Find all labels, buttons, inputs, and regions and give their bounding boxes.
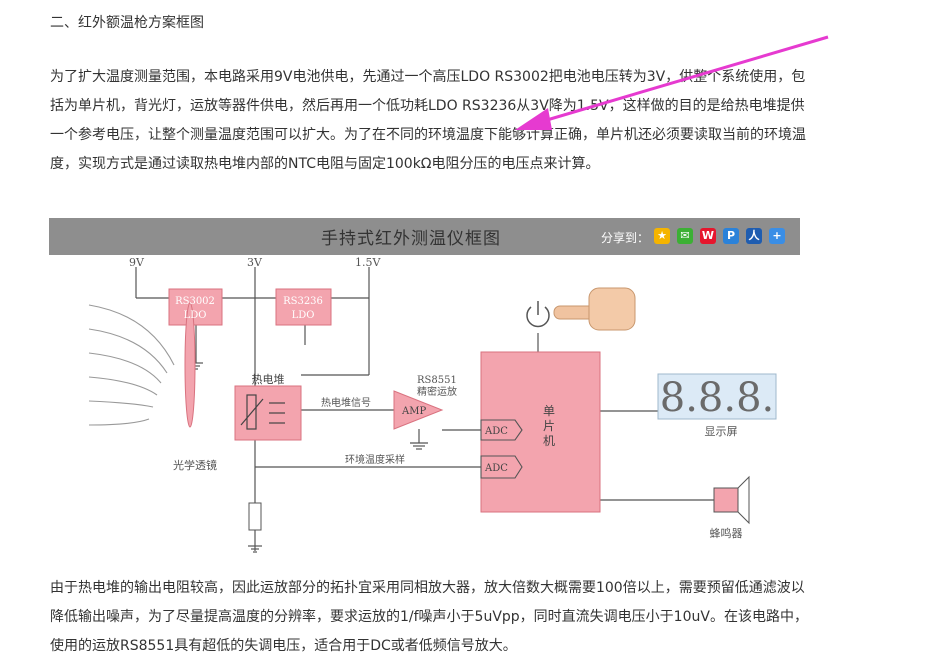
label-9v: 9V <box>129 256 145 269</box>
ldo1-name: RS3002 <box>175 296 215 307</box>
figure-title: 手持式红外测温仪框图 <box>321 229 501 249</box>
label-thermopile: 热电堆 <box>252 373 285 386</box>
section-heading: 二、红外额温枪方案框图 <box>50 15 204 31</box>
label-buzzer: 蜂鸣器 <box>710 526 743 540</box>
qzone-icon[interactable]: ★ <box>654 228 670 244</box>
label-op-name: RS8551 <box>417 375 457 386</box>
block-diagram-figure: 手持式红外测温仪框图 分享到： ★ ✉ W P 人 + <box>49 218 800 554</box>
label-mcu-1: 单 <box>543 404 555 418</box>
label-1-5v: 1.5V <box>355 256 381 269</box>
figure-title-bar: 手持式红外测温仪框图 分享到： ★ ✉ W P 人 + <box>49 218 800 255</box>
ldo2-type: LDO <box>292 310 315 321</box>
label-adc-2: ADC <box>484 463 508 474</box>
ldo1-type: LDO <box>184 310 207 321</box>
display-digits: 8.8.8. <box>660 375 775 421</box>
more-icon[interactable]: + <box>769 228 785 244</box>
finger-icon <box>553 287 636 331</box>
paragraph-amplifier-design: 由于热电堆的输出电阻较高，因此运放部分的拓扑宜采用同相放大器，放大倍数大概需要1… <box>50 580 808 654</box>
label-mcu-2: 片 <box>543 419 555 433</box>
block-diagram: 8.8.8. 9V 3V 1.5V 光学透镜 RS8551 精密运放 热电堆信号… <box>88 256 777 553</box>
tencent-icon[interactable]: P <box>723 228 739 244</box>
paragraph-power-design: 为了扩大温度测量范围，本电路采用9V电池供电，先通过一个高压LDO RS3002… <box>50 69 806 172</box>
label-mcu-3: 机 <box>543 434 555 448</box>
label-thermo-signal: 热电堆信号 <box>321 396 371 409</box>
share-label: 分享到： <box>601 231 650 245</box>
label-lens: 光学透镜 <box>173 458 217 472</box>
weibo-icon[interactable]: W <box>700 228 716 244</box>
label-display: 显示屏 <box>705 425 738 438</box>
ldo2-name: RS3236 <box>283 296 323 307</box>
label-adc-1: ADC <box>484 426 508 437</box>
renren-icon[interactable]: 人 <box>746 228 762 244</box>
label-ambient: 环境温度采样 <box>345 453 405 466</box>
label-3v: 3V <box>247 256 263 269</box>
label-amp: AMP <box>401 406 426 417</box>
wechat-icon[interactable]: ✉ <box>677 228 693 244</box>
label-op-desc: 精密运放 <box>417 385 457 398</box>
